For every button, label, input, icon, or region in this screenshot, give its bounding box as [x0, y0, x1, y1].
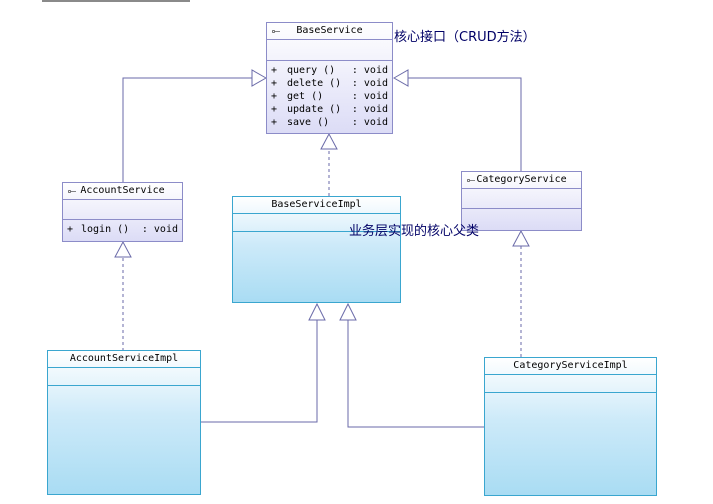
op-name: login () — [81, 224, 130, 235]
base-service-impl-header: BaseServiceImpl — [233, 197, 400, 214]
account-service-operations: + login () : void — [63, 220, 182, 239]
arrowhead-impl-right — [339, 302, 357, 321]
operation[interactable]: + delete () : void — [271, 77, 388, 90]
interface-icon — [467, 179, 475, 182]
category-service-impl-extends-base-service-impl — [347, 320, 484, 428]
op-visibility: + — [271, 78, 278, 89]
category-service-extends-base-service — [408, 77, 522, 171]
base-service-operations: + query () : void + delete () : void + g… — [267, 61, 392, 132]
impl-note: 业务层实现的核心父类 — [349, 224, 480, 239]
op-type: : void — [351, 78, 388, 89]
op-visibility: + — [271, 104, 278, 115]
arrowhead-base-service-left — [251, 69, 268, 87]
op-visibility: + — [271, 65, 278, 76]
account-service-attributes — [63, 200, 182, 220]
account-service-class[interactable]: AccountService + login () : void — [62, 182, 183, 242]
op-visibility: + — [271, 91, 278, 102]
category-service-impl-class[interactable]: CategoryServiceImpl — [484, 357, 657, 496]
category-service-attributes — [462, 189, 581, 209]
operation[interactable]: + login () : void — [67, 223, 178, 236]
arrowhead-account-service — [114, 240, 132, 258]
account-service-name: AccountService — [80, 185, 165, 196]
op-type: : void — [141, 224, 178, 235]
account-service-impl-name: AccountServiceImpl — [69, 353, 179, 364]
base-service-class[interactable]: BaseService + query () : void + delete (… — [266, 22, 393, 134]
account-service-header: AccountService — [63, 183, 182, 200]
op-visibility: + — [271, 117, 278, 128]
base-service-impl-name: BaseServiceImpl — [271, 199, 362, 210]
account-service-impl-extends-base-service-impl — [200, 320, 318, 423]
op-name: get () — [287, 91, 324, 102]
arrowhead-category-service — [512, 229, 530, 247]
op-visibility: + — [67, 224, 74, 235]
category-service-impl-name: CategoryServiceImpl — [513, 360, 628, 371]
account-service-impl-attributes — [48, 368, 200, 386]
category-service-impl-header: CategoryServiceImpl — [485, 358, 656, 375]
account-service-impl-class[interactable]: AccountServiceImpl — [47, 350, 201, 495]
category-service-class[interactable]: CategoryService — [461, 171, 582, 231]
account-service-impl-header: AccountServiceImpl — [48, 351, 200, 368]
base-service-impl-class[interactable]: BaseServiceImpl — [232, 196, 401, 303]
arrowhead-base-service-right — [392, 69, 409, 87]
operation[interactable]: + get () : void — [271, 90, 388, 103]
category-service-impl-attributes — [485, 375, 656, 393]
top-rule — [42, 0, 190, 2]
operation[interactable]: + save () : void — [271, 116, 388, 129]
category-service-name: CategoryService — [476, 174, 567, 185]
operation[interactable]: + update () : void — [271, 103, 388, 116]
op-name: query () — [287, 65, 336, 76]
op-name: save () — [287, 117, 330, 128]
op-type: : void — [351, 104, 388, 115]
op-type: : void — [351, 91, 388, 102]
base-service-impl-attributes — [233, 214, 400, 232]
op-name: update () — [287, 104, 342, 115]
base-service-attributes — [267, 40, 392, 61]
arrowhead-base-service-bottom — [320, 132, 338, 150]
base-service-header: BaseService — [267, 23, 392, 40]
operation[interactable]: + query () : void — [271, 64, 388, 77]
interface-icon — [272, 30, 280, 33]
interface-icon — [68, 190, 76, 193]
op-type: : void — [351, 117, 388, 128]
base-service-name: BaseService — [296, 25, 363, 36]
base-service-note: 核心接口（CRUD方法） — [394, 30, 536, 45]
account-service-extends-base-service — [122, 77, 252, 182]
category-service-header: CategoryService — [462, 172, 581, 189]
op-type: : void — [351, 65, 388, 76]
arrowhead-impl-left — [308, 302, 326, 321]
op-name: delete () — [287, 78, 342, 89]
